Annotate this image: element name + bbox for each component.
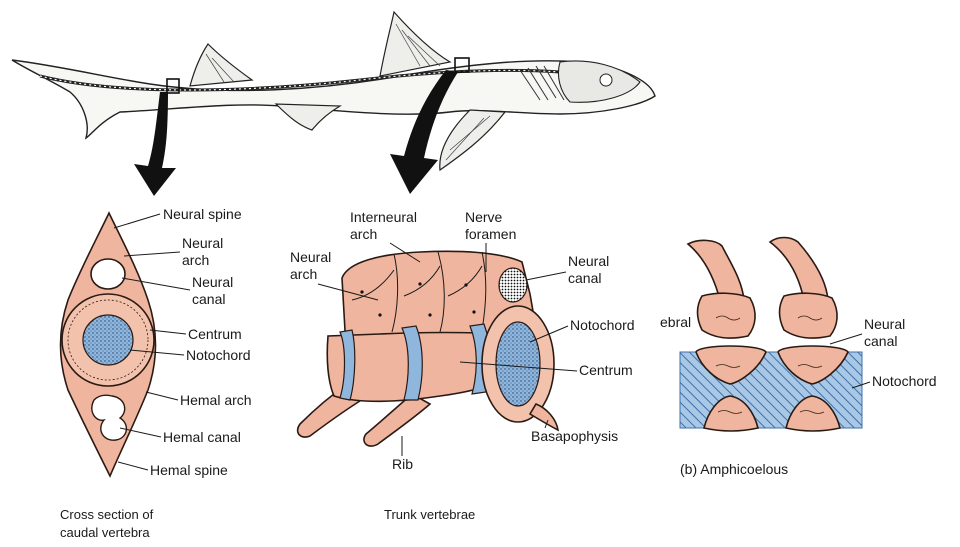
label-trunk-interneural-line2: arch bbox=[350, 226, 377, 242]
label-caudal-neural-canal-line1: Neural bbox=[192, 274, 233, 290]
shark-pelvic-fin bbox=[276, 104, 340, 130]
label-caudal-hemal-spine: Hemal spine bbox=[150, 462, 228, 478]
caudal-notochord bbox=[83, 315, 133, 365]
trunk-nerve-foramen bbox=[499, 268, 527, 302]
caption-trunk: Trunk vertebrae bbox=[384, 507, 475, 522]
label-trunk-neural-arch-line2: arch bbox=[290, 266, 317, 282]
label-amphicoelous-neural-canal-line1: Neural bbox=[864, 316, 905, 332]
label-trunk-interneural-line1: Interneural bbox=[350, 209, 417, 225]
amphicoelous-right-arch bbox=[780, 293, 838, 338]
trunk-notochord bbox=[496, 322, 540, 406]
label-caudal-neural-spine: Neural spine bbox=[163, 206, 242, 222]
label-trunk-neural-canal-line2: canal bbox=[568, 270, 601, 286]
label-trunk-neural-canal-line1: Neural bbox=[568, 253, 609, 269]
amphicoelous-right-neural-spine bbox=[770, 238, 828, 301]
trunk-vertebrae: Interneural arch Nerve foramen Neural ar… bbox=[290, 209, 635, 522]
amphicoelous-left-neural-spine bbox=[688, 240, 744, 300]
label-trunk-neural-arch-line1: Neural bbox=[290, 249, 331, 265]
amphicoelous-left-arch bbox=[698, 293, 756, 338]
label-amphicoelous-vertebral-partial: ebral bbox=[660, 314, 691, 330]
caudal-vertebra-cross-section: Neural spine Neural arch Neural canal Ce… bbox=[60, 206, 252, 540]
label-caudal-neural-arch-line1: Neural bbox=[182, 235, 223, 251]
label-trunk-nerve-line1: Nerve bbox=[465, 209, 503, 225]
label-caudal-neural-arch-line2: arch bbox=[182, 252, 209, 268]
shark-skeleton bbox=[12, 12, 655, 170]
label-trunk-centrum: Centrum bbox=[579, 362, 633, 378]
shark-second-dorsal-fin bbox=[190, 44, 252, 86]
label-caudal-neural-canal-line2: canal bbox=[192, 291, 225, 307]
label-caudal-hemal-arch: Hemal arch bbox=[180, 392, 252, 408]
label-trunk-nerve-line2: foramen bbox=[465, 226, 516, 242]
label-trunk-basapophysis: Basapophysis bbox=[531, 428, 618, 444]
shark-first-dorsal-fin bbox=[380, 12, 450, 76]
label-amphicoelous-notochord: Notochord bbox=[872, 373, 937, 389]
label-caudal-hemal-canal: Hemal canal bbox=[163, 429, 241, 445]
label-caudal-centrum: Centrum bbox=[188, 326, 242, 342]
shark-pectoral-fin bbox=[440, 110, 505, 170]
label-trunk-notochord: Notochord bbox=[570, 317, 635, 333]
label-trunk-rib: Rib bbox=[392, 456, 413, 472]
caudal-neural-canal bbox=[91, 259, 125, 289]
caption-caudal-line1: Cross section of bbox=[60, 507, 154, 522]
caption-amphicoelous: (b) Amphicoelous bbox=[680, 461, 788, 477]
label-caudal-notochord: Notochord bbox=[186, 347, 251, 363]
caption-caudal-line2: caudal vertebra bbox=[60, 525, 150, 540]
amphicoelous-vertebrae: ebral Neural canal Notochord (b) Amphico… bbox=[660, 238, 937, 478]
trunk-basapophysis bbox=[530, 404, 558, 430]
label-amphicoelous-neural-canal-line2: canal bbox=[864, 333, 897, 349]
